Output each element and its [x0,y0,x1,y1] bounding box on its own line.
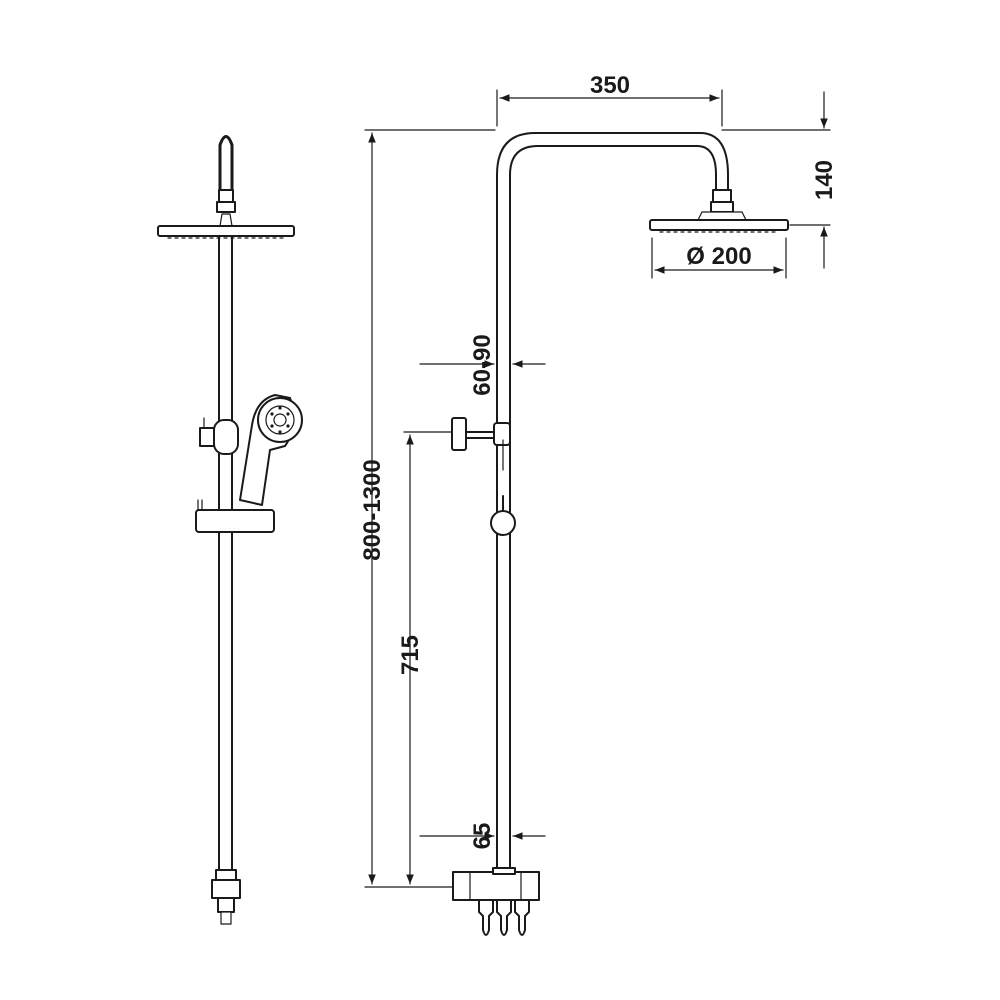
side-view [157,135,303,925]
front-wall-bracket [451,417,511,471]
inlet-fitting-middle [496,899,512,936]
side-hand-shower [239,394,303,506]
dim-arm-reach-label: 350 [590,72,630,99]
dim-head-height-label: 140 [811,160,838,200]
side-bracket [199,417,239,455]
dim-head-diameter-label: Ø 200 [686,243,751,270]
dim-diverter-height-label: 715 [397,635,424,675]
front-mixer-block [452,867,540,936]
side-bottom-fitting [211,869,241,925]
front-riser [496,132,729,873]
side-riser [218,235,233,871]
inlet-fitting-right [514,899,530,936]
front-rain-head [649,211,789,233]
front-view [451,132,789,936]
dim-total-height-label: 800-1300 [359,459,386,560]
inlet-fitting-left [478,899,494,936]
dim-inlet-offset-label: 65 [469,823,496,850]
dim-bracket-offset-label: 60-90 [469,334,496,395]
front-slider-knob [490,495,516,536]
side-slider [195,499,275,533]
side-rain-head [157,213,295,239]
dimension-lines [364,89,831,888]
